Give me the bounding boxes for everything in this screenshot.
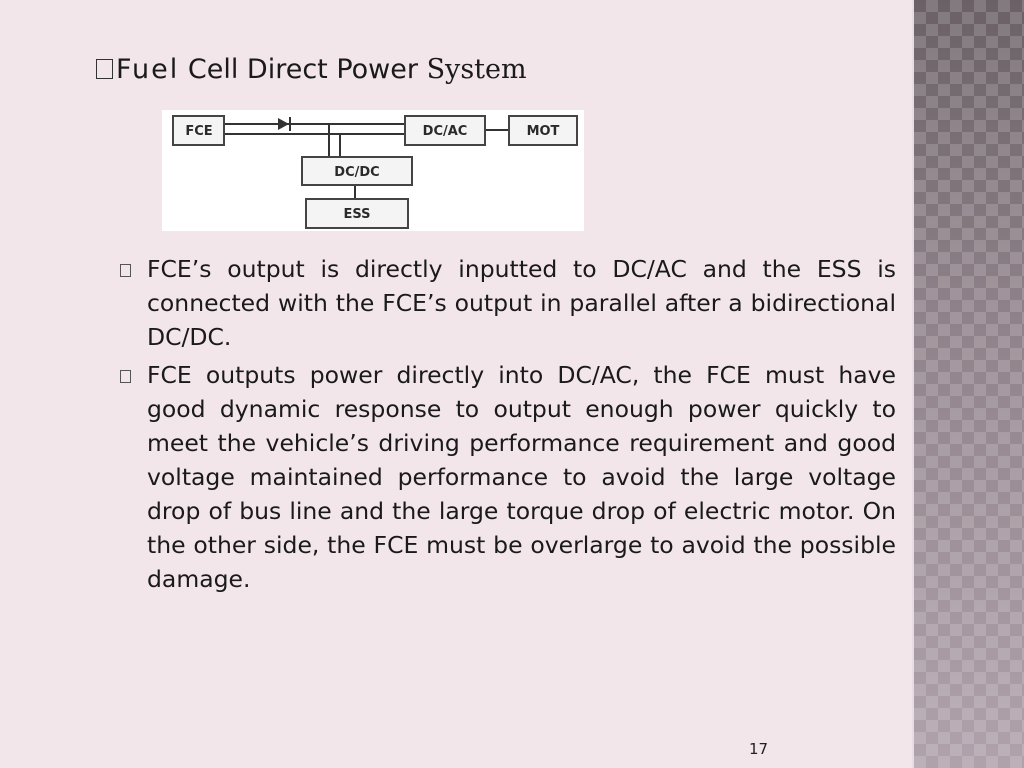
title-word-fuel: Fuel bbox=[116, 54, 180, 85]
bullet-list: FCE’s output is directly inputted to DC/… bbox=[118, 252, 896, 600]
mot-label: MOT bbox=[527, 124, 560, 139]
bullet-marker-icon bbox=[120, 264, 131, 277]
bullet-item: FCE’s output is directly inputted to DC/… bbox=[118, 252, 896, 354]
bullet-text: FCE’s output is directly inputted to DC/… bbox=[147, 255, 896, 351]
diode-icon bbox=[278, 118, 289, 130]
decorative-side-strip bbox=[912, 0, 1024, 768]
page-number: 17 bbox=[749, 740, 769, 758]
title-word-system: System bbox=[426, 54, 527, 85]
fce-label: FCE bbox=[185, 124, 212, 139]
diagram-svg: FCE DC/AC MOT DC/DC ESS bbox=[172, 115, 578, 229]
bullet-text: FCE outputs power directly into DC/AC, t… bbox=[147, 361, 896, 593]
bullet-item: FCE outputs power directly into DC/AC, t… bbox=[118, 358, 896, 596]
title-middle: Cell Direct Power bbox=[179, 54, 427, 85]
dcdc-label: DC/DC bbox=[334, 165, 379, 180]
power-system-diagram: FCE DC/AC MOT DC/DC ESS bbox=[162, 110, 584, 231]
dcac-label: DC/AC bbox=[423, 124, 468, 139]
ess-label: ESS bbox=[343, 207, 370, 222]
dcac-block bbox=[404, 115, 486, 146]
ess-block bbox=[305, 198, 409, 229]
slide: Fuel Cell Direct Power System FCE DC/AC … bbox=[96, 52, 896, 758]
mot-block bbox=[508, 115, 578, 146]
bullet-marker-icon bbox=[120, 370, 131, 383]
fce-block bbox=[172, 115, 225, 146]
dcdc-block bbox=[301, 156, 413, 186]
title-bullet-icon bbox=[96, 59, 113, 79]
slide-title: Fuel Cell Direct Power System bbox=[96, 52, 527, 88]
